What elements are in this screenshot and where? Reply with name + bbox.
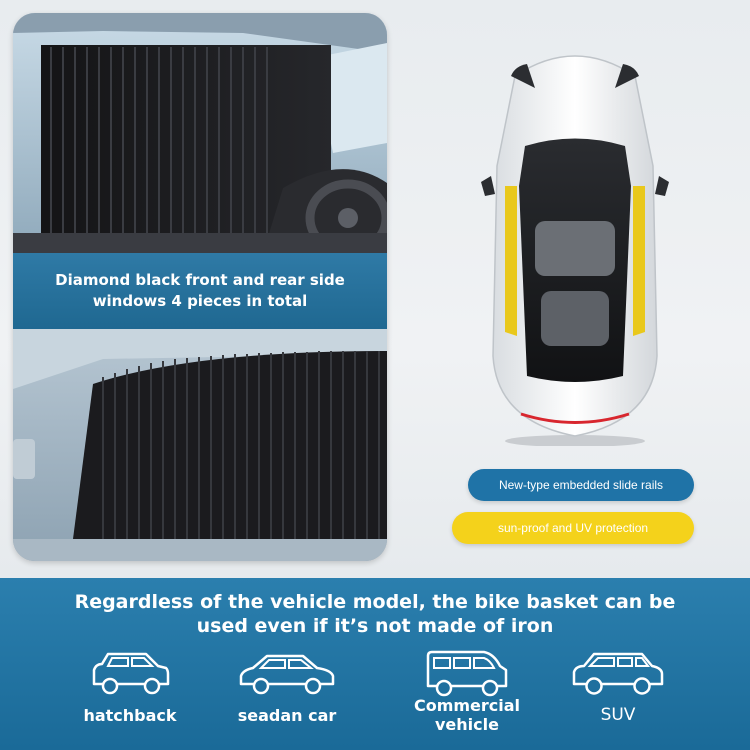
sedan-car-icon (239, 654, 335, 695)
commercial-label-line-2: vehicle (435, 715, 499, 734)
vehicle-commercial: Commercial vehicle (392, 648, 542, 734)
compatibility-headline: Regardless of the vehicle model, the bik… (30, 590, 720, 638)
front-window-photo (13, 13, 387, 253)
vehicle-compatibility-panel (0, 578, 750, 750)
suv-label: SUV (600, 705, 636, 725)
commercial-vehicle-icon (426, 650, 508, 697)
caption-text: Diamond black front and rear side window… (50, 270, 350, 312)
vehicle-sedan-car: seadan car (212, 648, 362, 725)
rear-window-photo (13, 329, 387, 561)
vehicle-hatchback: hatchback (55, 648, 205, 725)
suv-icon (572, 652, 664, 695)
vehicle-suv: SUV (543, 648, 693, 725)
sedan-car-label: seadan car (237, 706, 337, 725)
car-top-view-illustration (475, 36, 675, 447)
headline-line-2: used even if it’s not made of iron (196, 615, 554, 637)
product-photo-card: Diamond black front and rear side window… (13, 13, 387, 561)
caption-band: Diamond black front and rear side window… (13, 253, 387, 329)
uv-protection-badge: sun-proof and UV protection (452, 512, 694, 544)
slide-rails-badge: New-type embedded slide rails (468, 469, 694, 501)
caption-line-1: Diamond black front and rear side (55, 271, 345, 289)
car-icon (481, 55, 669, 447)
hatchback-icon (92, 652, 170, 695)
headline-line-1: Regardless of the vehicle model, the bik… (74, 591, 676, 613)
commercial-label-line-1: Commercial (413, 696, 521, 715)
hatchback-label: hatchback (83, 706, 177, 725)
commercial-vehicle-label: Commercial vehicle (392, 696, 542, 734)
caption-line-2: windows 4 pieces in total (92, 292, 308, 310)
